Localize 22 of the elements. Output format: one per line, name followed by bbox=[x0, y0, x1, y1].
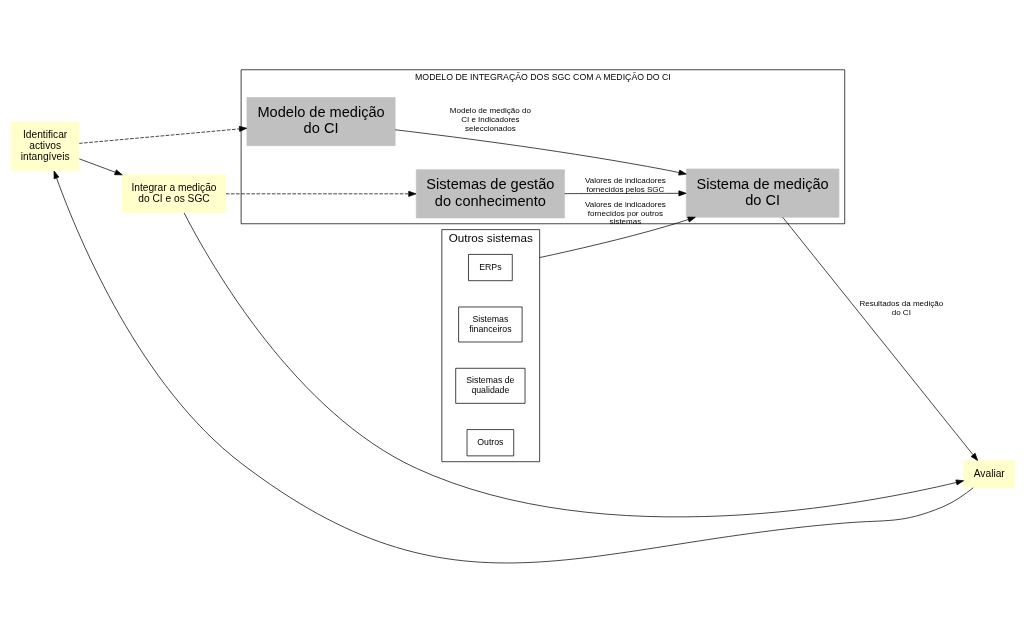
arrow bbox=[225, 190, 417, 197]
arrow bbox=[782, 216, 979, 461]
edge-label: Valores de indicadores fornecidos por outros sistemas bbox=[584, 199, 666, 226]
node-box: Outros bbox=[466, 428, 515, 456]
arrow bbox=[78, 125, 248, 144]
edge-label: Valores de indicadores fornecidos pelos SGC bbox=[584, 175, 666, 193]
node-box: Sistemas de gestão do conhecimento bbox=[415, 168, 565, 218]
node-box: Modelo de medição do CI bbox=[246, 96, 396, 146]
edge-label: Modelo de medição do CI e Indicadores seleccionados bbox=[449, 105, 531, 133]
node-box: Integrar a medição do CI e os SGC bbox=[121, 174, 227, 213]
node-box: Identificar activos intangíveis bbox=[10, 121, 80, 171]
node-box: Avaliar bbox=[963, 459, 1016, 488]
arrow bbox=[539, 216, 696, 258]
node-box: ERPs bbox=[468, 253, 513, 281]
arrow bbox=[183, 212, 964, 517]
edge-label: Resultados da medição do CI bbox=[859, 298, 944, 317]
arrow bbox=[78, 158, 123, 175]
arrow bbox=[564, 189, 687, 196]
node-box: Sistemas financeiros bbox=[458, 306, 523, 342]
arrow bbox=[394, 128, 687, 175]
node-box: Sistema de medição do CI bbox=[686, 168, 840, 218]
node-box: Sistemas de qualidade bbox=[455, 367, 526, 404]
